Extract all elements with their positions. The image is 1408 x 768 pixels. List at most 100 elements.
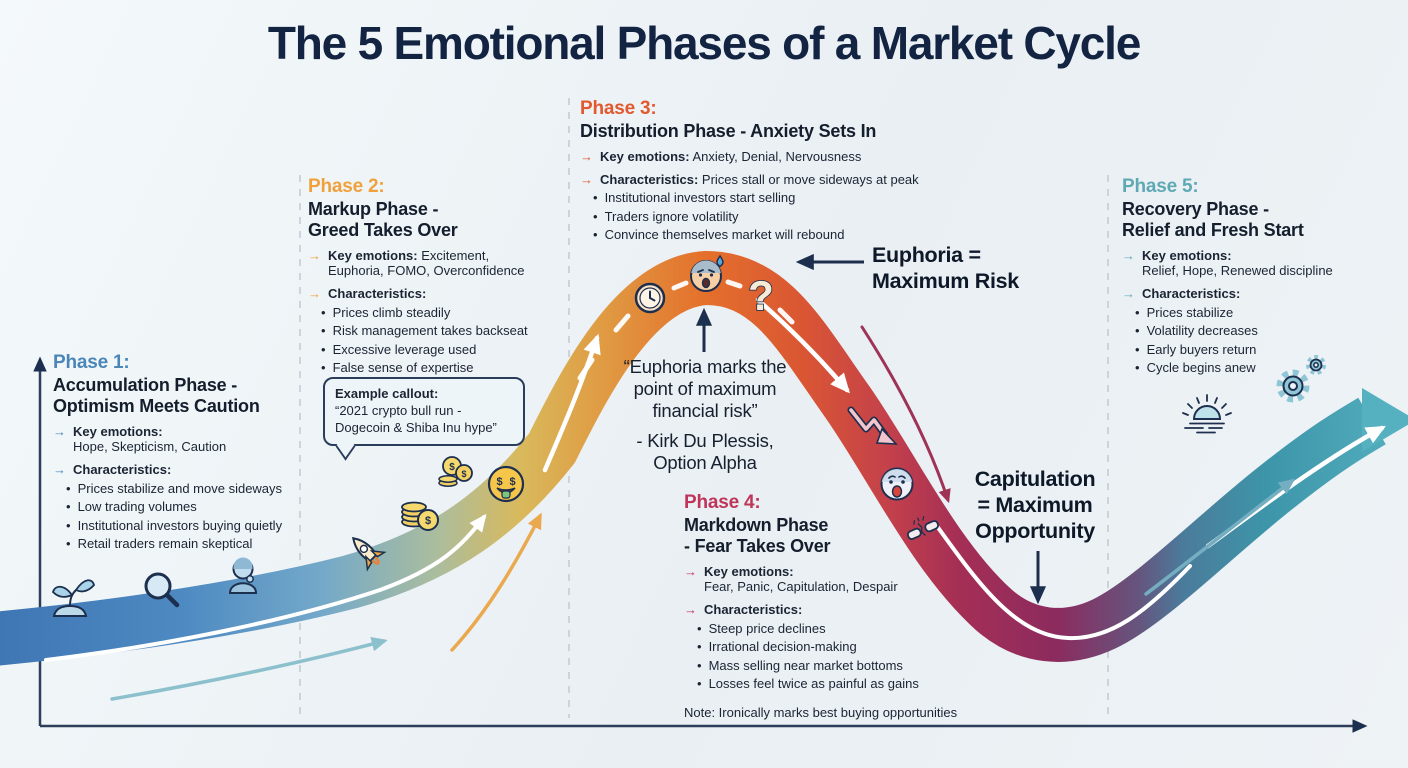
characteristics-row: → Characteristics:	[53, 461, 172, 477]
arrow-bullet-icon: →	[1122, 247, 1135, 263]
arrow-bullet-icon: →	[684, 563, 697, 579]
characteristic-item: Low trading volumes	[66, 499, 309, 515]
annotation-arrows	[695, 253, 1047, 605]
key-emotions-row: → Key emotions: Excitement, Euphoria, FO…	[308, 247, 525, 279]
question-mark-icon: ?	[748, 272, 774, 319]
phase-4-label: Phase 4:	[684, 492, 761, 513]
euphoria-quote: “Euphoria marks the point of maximum fin…	[583, 356, 827, 474]
rocket-icon	[352, 537, 387, 572]
characteristics-row: → Characteristics: Prices stall or move …	[580, 171, 919, 187]
zigzag-down-arrow-icon	[847, 406, 898, 445]
phase-5-block: Phase 5: Recovery Phase - Relief and Fre…	[1122, 176, 1366, 376]
phase-1-block: Phase 1: Accumulation Phase - Optimism M…	[53, 352, 309, 552]
broken-pieces-icon	[906, 515, 940, 540]
key-emotions-row: → Key emotions: Hope, Skepticism, Cautio…	[53, 423, 227, 455]
callout-line-1: “2021 crypto bull run -	[335, 402, 462, 418]
characteristics-list: Prices climb steadilyRisk management tak…	[308, 305, 540, 376]
characteristic-item: Institutional investors buying quietly	[66, 518, 309, 534]
characteristic-item: Irrational decision-making	[697, 639, 976, 655]
dollar-glyph: $	[509, 476, 515, 488]
axes	[33, 356, 1368, 733]
characteristics-list: Prices stabilizeVolatility decreasesEarl…	[1122, 305, 1366, 376]
phase-2-block: Phase 2: Markup Phase - Greed Takes Over…	[308, 176, 540, 376]
flow-line-trough	[932, 520, 1192, 641]
phase-4-note: Note: Ironically marks best buying oppor…	[684, 704, 958, 720]
thinking-person-icon	[228, 557, 258, 594]
characteristic-item: Steep price declines	[697, 621, 976, 637]
characteristics-row: → Characteristics:	[684, 601, 803, 617]
coin-stack-icon: $	[401, 501, 439, 531]
money-mouth-face-icon: $ $	[487, 465, 525, 503]
phase-5-title: Recovery Phase - Relief and Fresh Start	[1122, 199, 1304, 241]
flow-arrow-accumulation	[44, 513, 487, 662]
flow-arrow-markup	[542, 333, 601, 473]
characteristic-item: Excessive leverage used	[321, 342, 540, 358]
dollar-coins-icon: $ $	[438, 456, 473, 487]
quote-attribution: - Kirk Du Plessis, Option Alpha	[636, 430, 774, 474]
characteristic-item: Volatility decreases	[1135, 323, 1366, 339]
phase-1-label: Phase 1:	[53, 352, 130, 373]
characteristic-item: Prices stabilize	[1135, 305, 1366, 321]
accent-arrow-phase2	[450, 512, 542, 652]
sunrise-icon	[1182, 394, 1232, 434]
arrow-bullet-icon: →	[53, 461, 66, 477]
characteristic-item: Convince themselves market will rebound	[593, 227, 930, 243]
characteristic-item: Losses feel twice as painful as gains	[697, 676, 976, 692]
magnifier-icon	[144, 572, 180, 608]
characteristics-row: → Characteristics:	[308, 285, 427, 301]
peak-dashed-line	[577, 279, 795, 381]
characteristics-list: Institutional investors start sellingTra…	[580, 190, 930, 243]
anxious-face-icon	[690, 254, 724, 292]
key-emotions-row: → Key emotions: Fear, Panic, Capitulatio…	[684, 563, 898, 595]
characteristic-item: Institutional investors start selling	[593, 190, 930, 206]
phase-3-title: Distribution Phase - Anxiety Sets In	[580, 121, 877, 142]
clock-icon	[634, 282, 666, 314]
accent-arrow-phase4	[860, 325, 951, 504]
phase-2-label: Phase 2:	[308, 176, 385, 197]
key-emotions-row: → Key emotions: Anxiety, Denial, Nervous…	[580, 149, 862, 165]
characteristics-list: Steep price declinesIrrational decision-…	[684, 621, 976, 692]
characteristics-list: Prices stabilize and move sidewaysLow tr…	[53, 481, 309, 552]
euphoria-max-risk-label: Euphoria = Maximum Risk	[872, 243, 1019, 294]
characteristic-item: Cycle begins anew	[1135, 360, 1366, 376]
phase-4-block: Phase 4: Markdown Phase - Fear Takes Ove…	[684, 492, 976, 720]
arrow-bullet-icon: →	[308, 285, 321, 301]
scared-face-icon	[880, 467, 914, 501]
characteristic-item: False sense of expertise	[321, 360, 540, 376]
dollar-glyph: $	[461, 469, 466, 479]
phase-3-block: Phase 3: Distribution Phase - Anxiety Se…	[580, 98, 930, 243]
characteristic-item: Risk management takes backseat	[321, 323, 540, 339]
characteristic-item: Prices climb steadily	[321, 305, 540, 321]
arrow-bullet-icon: →	[53, 423, 66, 439]
callout-title: Example callout:	[335, 386, 439, 401]
market-cycle-curve	[0, 250, 1386, 666]
characteristic-item: Early buyers return	[1135, 342, 1366, 358]
characteristic-item: Retail traders remain skeptical	[66, 536, 309, 552]
arrow-bullet-icon: →	[308, 247, 321, 263]
page-title: The 5 Emotional Phases of a Market Cycle	[267, 17, 1142, 69]
capitulation-max-opportunity-label: Capitulation = Maximum Opportunity	[974, 467, 1096, 544]
sprout-icon	[51, 579, 96, 617]
accent-arrow-phase5	[1144, 478, 1296, 596]
key-emotions-row: → Key emotions: Relief, Hope, Renewed di…	[1122, 247, 1333, 279]
accent-arrows	[110, 325, 1296, 701]
characteristic-item: Mass selling near market bottoms	[697, 658, 976, 674]
phase-2-title: Markup Phase - Greed Takes Over	[308, 199, 458, 241]
dollar-glyph: $	[425, 515, 431, 527]
accent-arrow-phase1	[110, 636, 388, 701]
phase-1-title: Accumulation Phase - Optimism Meets Caut…	[53, 375, 260, 417]
example-callout-bubble: Example callout: “2021 crypto bull run -…	[323, 377, 525, 446]
arrow-bullet-icon: →	[684, 601, 697, 617]
arrow-bullet-icon: →	[1122, 285, 1135, 301]
flow-arrow-markdown	[755, 297, 850, 394]
arrow-bullet-icon: →	[580, 149, 593, 165]
phase-3-label: Phase 3:	[580, 98, 657, 119]
callout-line-2: Dogecoin & Shiba Inu hype”	[335, 419, 497, 435]
characteristics-row: → Characteristics:	[1122, 285, 1241, 301]
characteristic-item: Traders ignore volatility	[593, 209, 930, 225]
dollar-glyph: $	[496, 476, 502, 488]
phase-4-title: Markdown Phase - Fear Takes Over	[684, 515, 831, 557]
